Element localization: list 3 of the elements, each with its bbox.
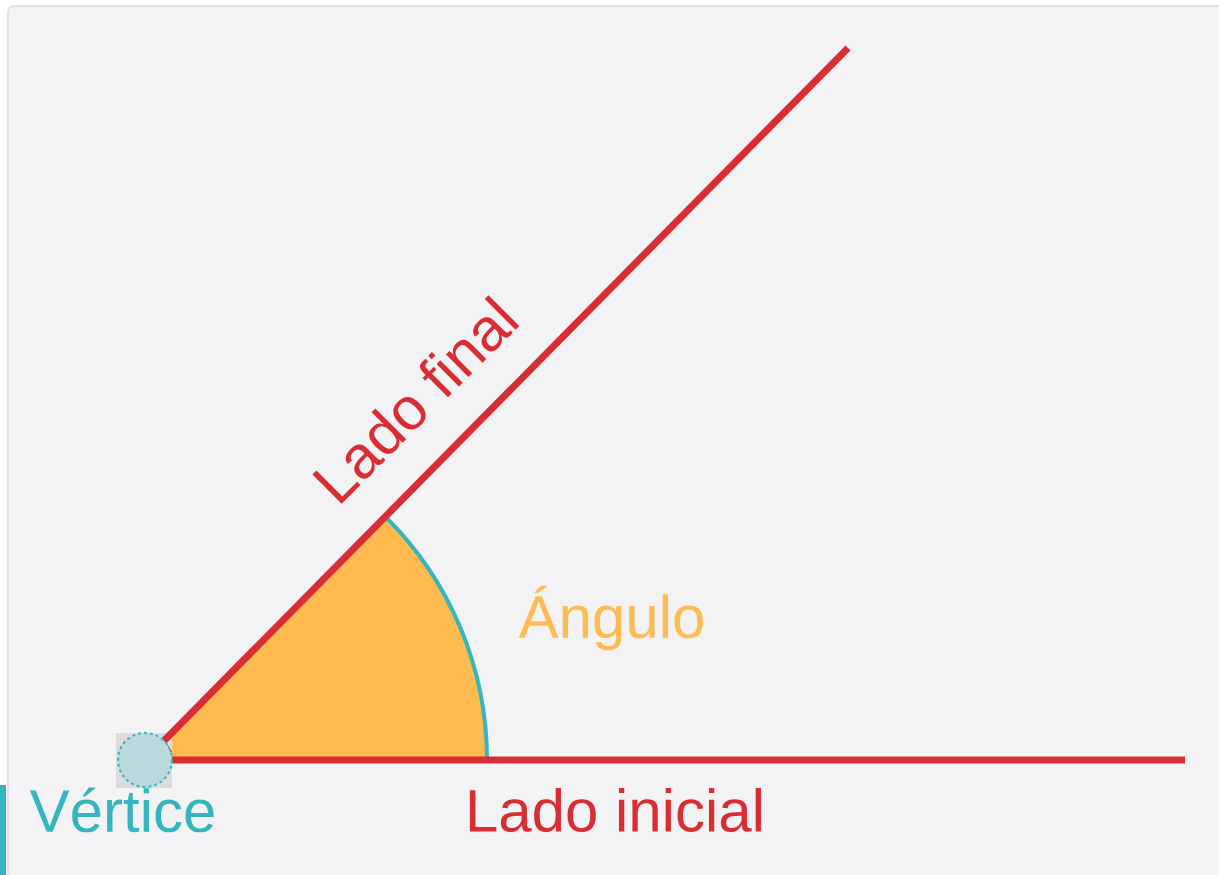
side-label: Lado inicial [469, 787, 761, 832]
vertex-label: Vértice [29, 787, 214, 833]
angle-label: Ángulo [518, 585, 703, 651]
